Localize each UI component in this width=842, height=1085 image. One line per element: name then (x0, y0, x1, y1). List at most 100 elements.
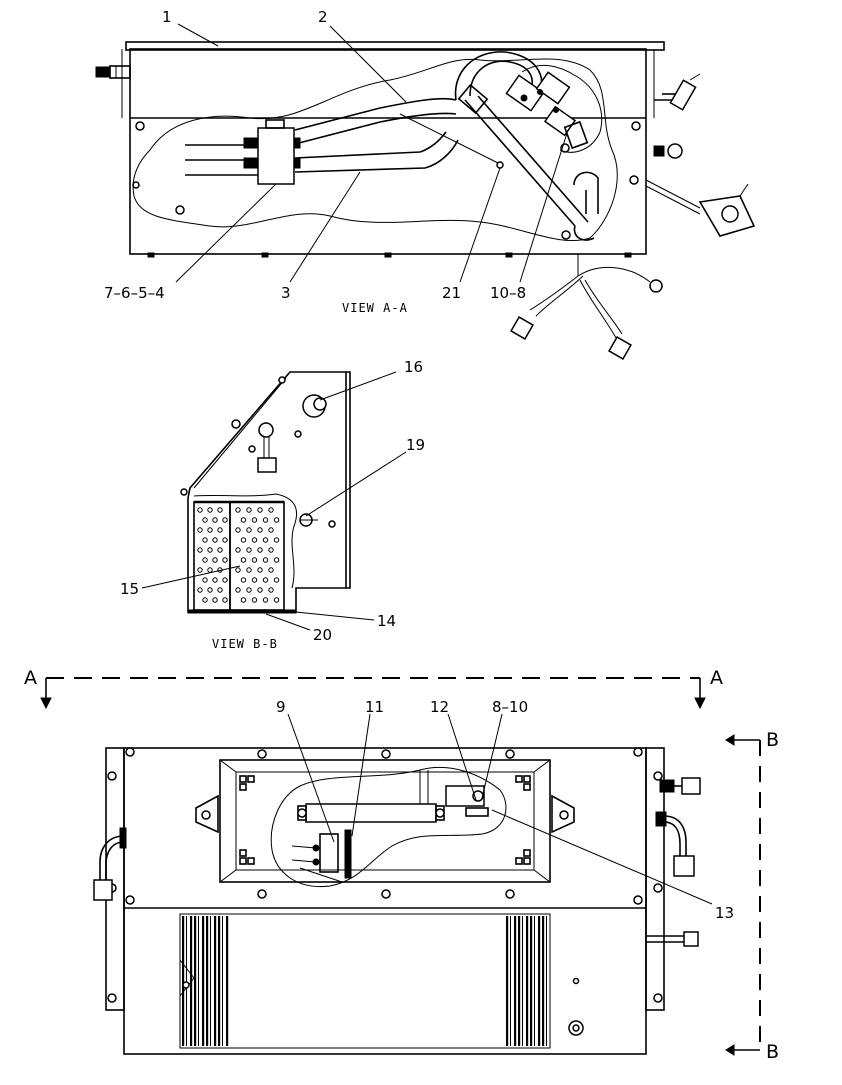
perforation-hole (246, 547, 252, 553)
view-a-a-title: VIEW A-A (342, 301, 408, 315)
grille-fin (530, 916, 533, 1046)
valve-assembly (505, 64, 603, 153)
perforation-hole (268, 547, 274, 553)
perforation-hole (235, 527, 241, 533)
left-hose (93, 827, 127, 901)
grille-fin (206, 916, 209, 1046)
leader-lines-c (287, 713, 713, 905)
perforation-hole (235, 587, 241, 593)
grille-fin (214, 916, 217, 1046)
perforation-hole (207, 507, 213, 513)
perforation-hole (212, 597, 218, 603)
perforation-hole (217, 547, 223, 553)
perforation-hole (207, 587, 213, 593)
section-a-left-label: A (24, 667, 37, 689)
leader-lines-a (175, 23, 569, 283)
view-b-b: 16 19 15 14 20 VIEW B-B (120, 358, 425, 651)
grille-fin (506, 916, 509, 1046)
callout-11: 11 (365, 698, 384, 716)
grille-fin (514, 916, 517, 1046)
perforation-hole (222, 597, 228, 603)
view-b-b-title: VIEW B-B (212, 637, 278, 651)
section-a-right-label: A (710, 667, 723, 689)
callout-2: 2 (318, 8, 328, 26)
perforation-hole (235, 547, 241, 553)
louvered-grille (179, 913, 584, 1049)
perforation-hole (262, 577, 269, 583)
perforation-hole (273, 517, 280, 523)
perforation-hole (262, 537, 269, 543)
perforation-hole (257, 507, 263, 513)
filter-perforations (197, 507, 280, 603)
grille-fin (182, 916, 185, 1046)
top-flange (125, 41, 665, 51)
left-fitting (95, 65, 131, 79)
perforation-hole (197, 587, 203, 593)
callout-9: 9 (276, 698, 286, 716)
grille-fin (518, 916, 521, 1046)
grille-fin (538, 916, 541, 1046)
perforation-hole (251, 517, 258, 523)
section-b-bottom-label: B (766, 1041, 779, 1063)
callout-10-8: 10–8 (490, 284, 526, 302)
housing-a (129, 48, 647, 255)
perforation-hole (212, 537, 218, 543)
perforation-hole (273, 577, 280, 583)
perforation-hole (202, 597, 208, 603)
filter-15 (187, 500, 297, 614)
perforation-hole (257, 547, 263, 553)
right-connectors (645, 73, 756, 237)
callout-19: 19 (406, 436, 425, 454)
perforation-hole (257, 587, 263, 593)
wire-harness (510, 254, 663, 360)
cutaway-components (270, 766, 507, 888)
grille-fin (194, 916, 197, 1046)
section-line-a: A A (24, 667, 723, 710)
perforation-hole (257, 527, 263, 533)
perforation-hole (251, 597, 258, 603)
perforation-hole (222, 517, 228, 523)
perforation-hole (197, 507, 203, 513)
grille-fin (510, 916, 511, 1046)
perforation-hole (251, 577, 258, 583)
perforation-hole (246, 587, 252, 593)
grille-fin (186, 916, 187, 1046)
grille-fin (198, 916, 199, 1046)
grille-fin (226, 916, 229, 1046)
valve-block (243, 119, 301, 185)
fitting-19 (299, 513, 318, 527)
access-panel (195, 759, 575, 883)
grille-fin (218, 916, 221, 1046)
perforation-hole (257, 567, 263, 573)
perforation-hole (268, 587, 274, 593)
section-line-b: B B (725, 729, 779, 1063)
perforation-hole (268, 527, 274, 533)
hose-fitting-b (257, 422, 277, 473)
perforation-hole (212, 577, 218, 583)
perforation-hole (212, 557, 218, 563)
perforation-hole (240, 557, 247, 563)
grille-fin (210, 916, 211, 1046)
perforation-hole (217, 507, 223, 513)
callout-14: 14 (377, 612, 396, 630)
mounting-studs (147, 252, 632, 258)
perforation-hole (240, 597, 247, 603)
perforation-hole (273, 537, 280, 543)
perforation-hole (222, 537, 228, 543)
callout-3: 3 (281, 284, 291, 302)
perforation-hole (262, 597, 269, 603)
grille-fin (534, 916, 535, 1046)
perforation-hole (262, 557, 269, 563)
perforation-hole (222, 557, 228, 563)
perforation-hole (240, 577, 247, 583)
callout-7-6-5-4: 7–6–5–4 (104, 284, 165, 302)
right-hoses (646, 777, 701, 947)
perforation-hole (251, 537, 258, 543)
section-b-top-label: B (766, 729, 779, 751)
grille-fin (222, 916, 223, 1046)
perforation-hole (262, 517, 269, 523)
perforation-hole (273, 597, 280, 603)
housing-b (187, 371, 351, 613)
perforation-hole (217, 527, 223, 533)
